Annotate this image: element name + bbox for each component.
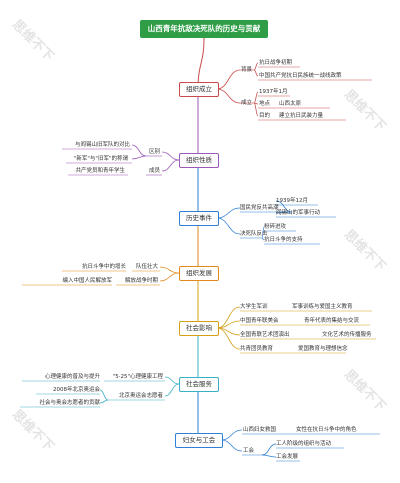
- topic-development[interactable]: 组织发展: [179, 266, 219, 281]
- node-date-1937[interactable]: 1937年1月: [259, 89, 288, 95]
- node-members[interactable]: 成员: [148, 168, 160, 174]
- map-title[interactable]: 山西青年抗敌决死队的历史与贡献: [140, 20, 268, 38]
- connector-line: [159, 266, 180, 274]
- node-youth-exchange[interactable]: 青年代表的集结与交流: [304, 318, 360, 324]
- node-support-struggle[interactable]: 抗日斗争的支持: [264, 237, 303, 243]
- node-2008-olympics[interactable]: 2008年北京奥运会: [53, 387, 100, 393]
- topic-women-union[interactable]: 妇女与工会: [175, 433, 223, 448]
- node-art-troupe[interactable]: 全国青联艺术团演出: [240, 332, 290, 338]
- node-youth-federation[interactable]: 中国青年联美会: [240, 318, 279, 324]
- node-purpose[interactable]: 目的: [259, 113, 271, 119]
- node-women-salvation[interactable]: 山西妇女救国: [243, 427, 277, 433]
- topic-service[interactable]: 社会服务: [179, 377, 219, 392]
- connector-line: [220, 429, 243, 441]
- connector-line: [220, 439, 243, 452]
- connector-line: [164, 383, 180, 397]
- connector-line: [99, 389, 109, 401]
- connector-line: [261, 454, 277, 458]
- node-volunteer-contribution[interactable]: 社会与奥会志愿者的贡献: [39, 400, 100, 406]
- node-worker-org[interactable]: 工人阶级的组织与活动: [276, 441, 332, 447]
- connector-line: [99, 399, 109, 404]
- topic-influence[interactable]: 社会影响: [179, 321, 219, 336]
- node-background[interactable]: 背景: [241, 67, 253, 73]
- node-crush-attack[interactable]: 粉碎进攻: [264, 224, 287, 230]
- node-student-training[interactable]: 大学生军训: [240, 304, 268, 310]
- connector-line: [216, 207, 241, 219]
- node-taiyuan[interactable]: 山西太原: [279, 101, 302, 107]
- connector-line: [261, 237, 265, 241]
- node-union-development[interactable]: 工会发展: [276, 454, 299, 460]
- node-compare-old-army[interactable]: 与阎锡山旧军队的对比: [74, 142, 130, 148]
- connector-line: [253, 91, 259, 104]
- connector-line: [261, 443, 277, 456]
- node-new-old-army[interactable]: "新军"与"旧军"的称谓: [73, 156, 128, 162]
- connector-line: [216, 306, 241, 329]
- connector-line: [159, 272, 180, 282]
- node-patriotic-training[interactable]: 军事训练与爱国主义教育: [292, 304, 353, 310]
- topic-nature[interactable]: 组织性质: [179, 153, 219, 168]
- node-liberation-war[interactable]: 解放战争时期: [124, 278, 158, 284]
- node-olympic-volunteers[interactable]: 北京奥运会志愿者: [118, 393, 163, 399]
- node-party-members[interactable]: 共产党员和青年学生: [75, 168, 125, 174]
- topic-events[interactable]: 历史事件: [179, 211, 219, 226]
- node-early-war[interactable]: 抗日战争初期: [259, 60, 293, 66]
- topic-founding[interactable]: 组织成立: [179, 82, 219, 97]
- connector-line: [161, 159, 180, 172]
- connector-line: [216, 69, 241, 90]
- node-league-education[interactable]: 共青团员教育: [240, 346, 274, 352]
- connector-line: [253, 69, 259, 77]
- connector-line: [161, 151, 180, 161]
- node-women-role[interactable]: 女性在抗日斗争中的角色: [296, 427, 357, 433]
- node-culture-service[interactable]: 文化艺术的传播服务: [322, 332, 372, 338]
- node-united-front[interactable]: 中国共产党抗日民族统一战线政策: [259, 73, 342, 79]
- node-join-pla[interactable]: 编入中国人民解放军: [62, 278, 112, 284]
- connector-line: [216, 327, 241, 350]
- node-kmt-tide[interactable]: 国民党反共高潮: [240, 205, 279, 211]
- node-525-project[interactable]: "5·25"心理健康工程: [112, 374, 163, 380]
- node-expansion[interactable]: 队伍壮大: [135, 264, 158, 270]
- node-counterattack[interactable]: 决死队反击: [240, 231, 268, 237]
- connector-line: [131, 144, 147, 157]
- connector-line: [253, 62, 259, 71]
- connector-line: [253, 102, 259, 117]
- connector-line: [275, 211, 293, 214]
- node-ideals[interactable]: 爱国教育与理想信念: [298, 346, 348, 352]
- node-mental-health[interactable]: 心理健康的普及与提升: [44, 374, 100, 380]
- node-established[interactable]: 成立: [241, 100, 253, 106]
- node-location[interactable]: 地点: [259, 101, 271, 107]
- node-difference[interactable]: 区别: [148, 149, 160, 155]
- connector-line: [216, 88, 241, 104]
- node-date-1939[interactable]: 1939年12月: [276, 198, 308, 204]
- connector-line: [164, 376, 180, 385]
- node-yan-military[interactable]: 阎锡山的军事行动: [276, 210, 321, 216]
- connector-line: [216, 217, 241, 235]
- connector-line: [131, 155, 147, 160]
- node-armed-force[interactable]: 建立抗日武装力量: [279, 113, 324, 119]
- node-growth-in-war[interactable]: 抗日斗争中的增长: [81, 264, 126, 270]
- node-union[interactable]: 工会: [243, 448, 255, 454]
